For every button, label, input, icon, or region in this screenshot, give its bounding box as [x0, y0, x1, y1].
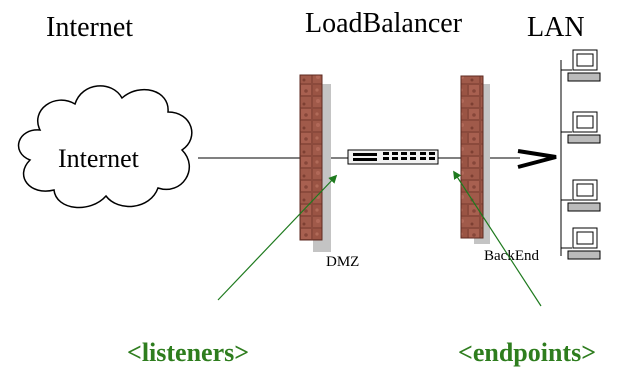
heading-lan: LAN: [527, 12, 585, 43]
lan-computer-icon: [561, 227, 601, 260]
dmz-firewall-icon: [299, 74, 331, 252]
backend-firewall-icon: [460, 75, 490, 244]
load-balancer-device-icon: [347, 149, 439, 165]
listeners-arrow: [217, 174, 338, 301]
endpoints-label: <endpoints>: [458, 338, 596, 367]
backend-label: BackEnd: [484, 248, 539, 264]
lan-computer-icon: [561, 111, 601, 144]
cloud-label: Internet: [58, 144, 140, 173]
lan-fanout-icon: [517, 149, 557, 169]
lan-computer-icon: [561, 179, 601, 212]
lan-computer-icon: [561, 49, 601, 82]
heading-loadbalancer: LoadBalancer: [305, 8, 463, 39]
endpoints-arrow: [453, 170, 542, 307]
dmz-label: DMZ: [326, 254, 359, 270]
heading-internet: Internet: [46, 12, 133, 43]
internet-cloud-icon: [17, 85, 193, 209]
listeners-label: <listeners>: [127, 338, 249, 367]
